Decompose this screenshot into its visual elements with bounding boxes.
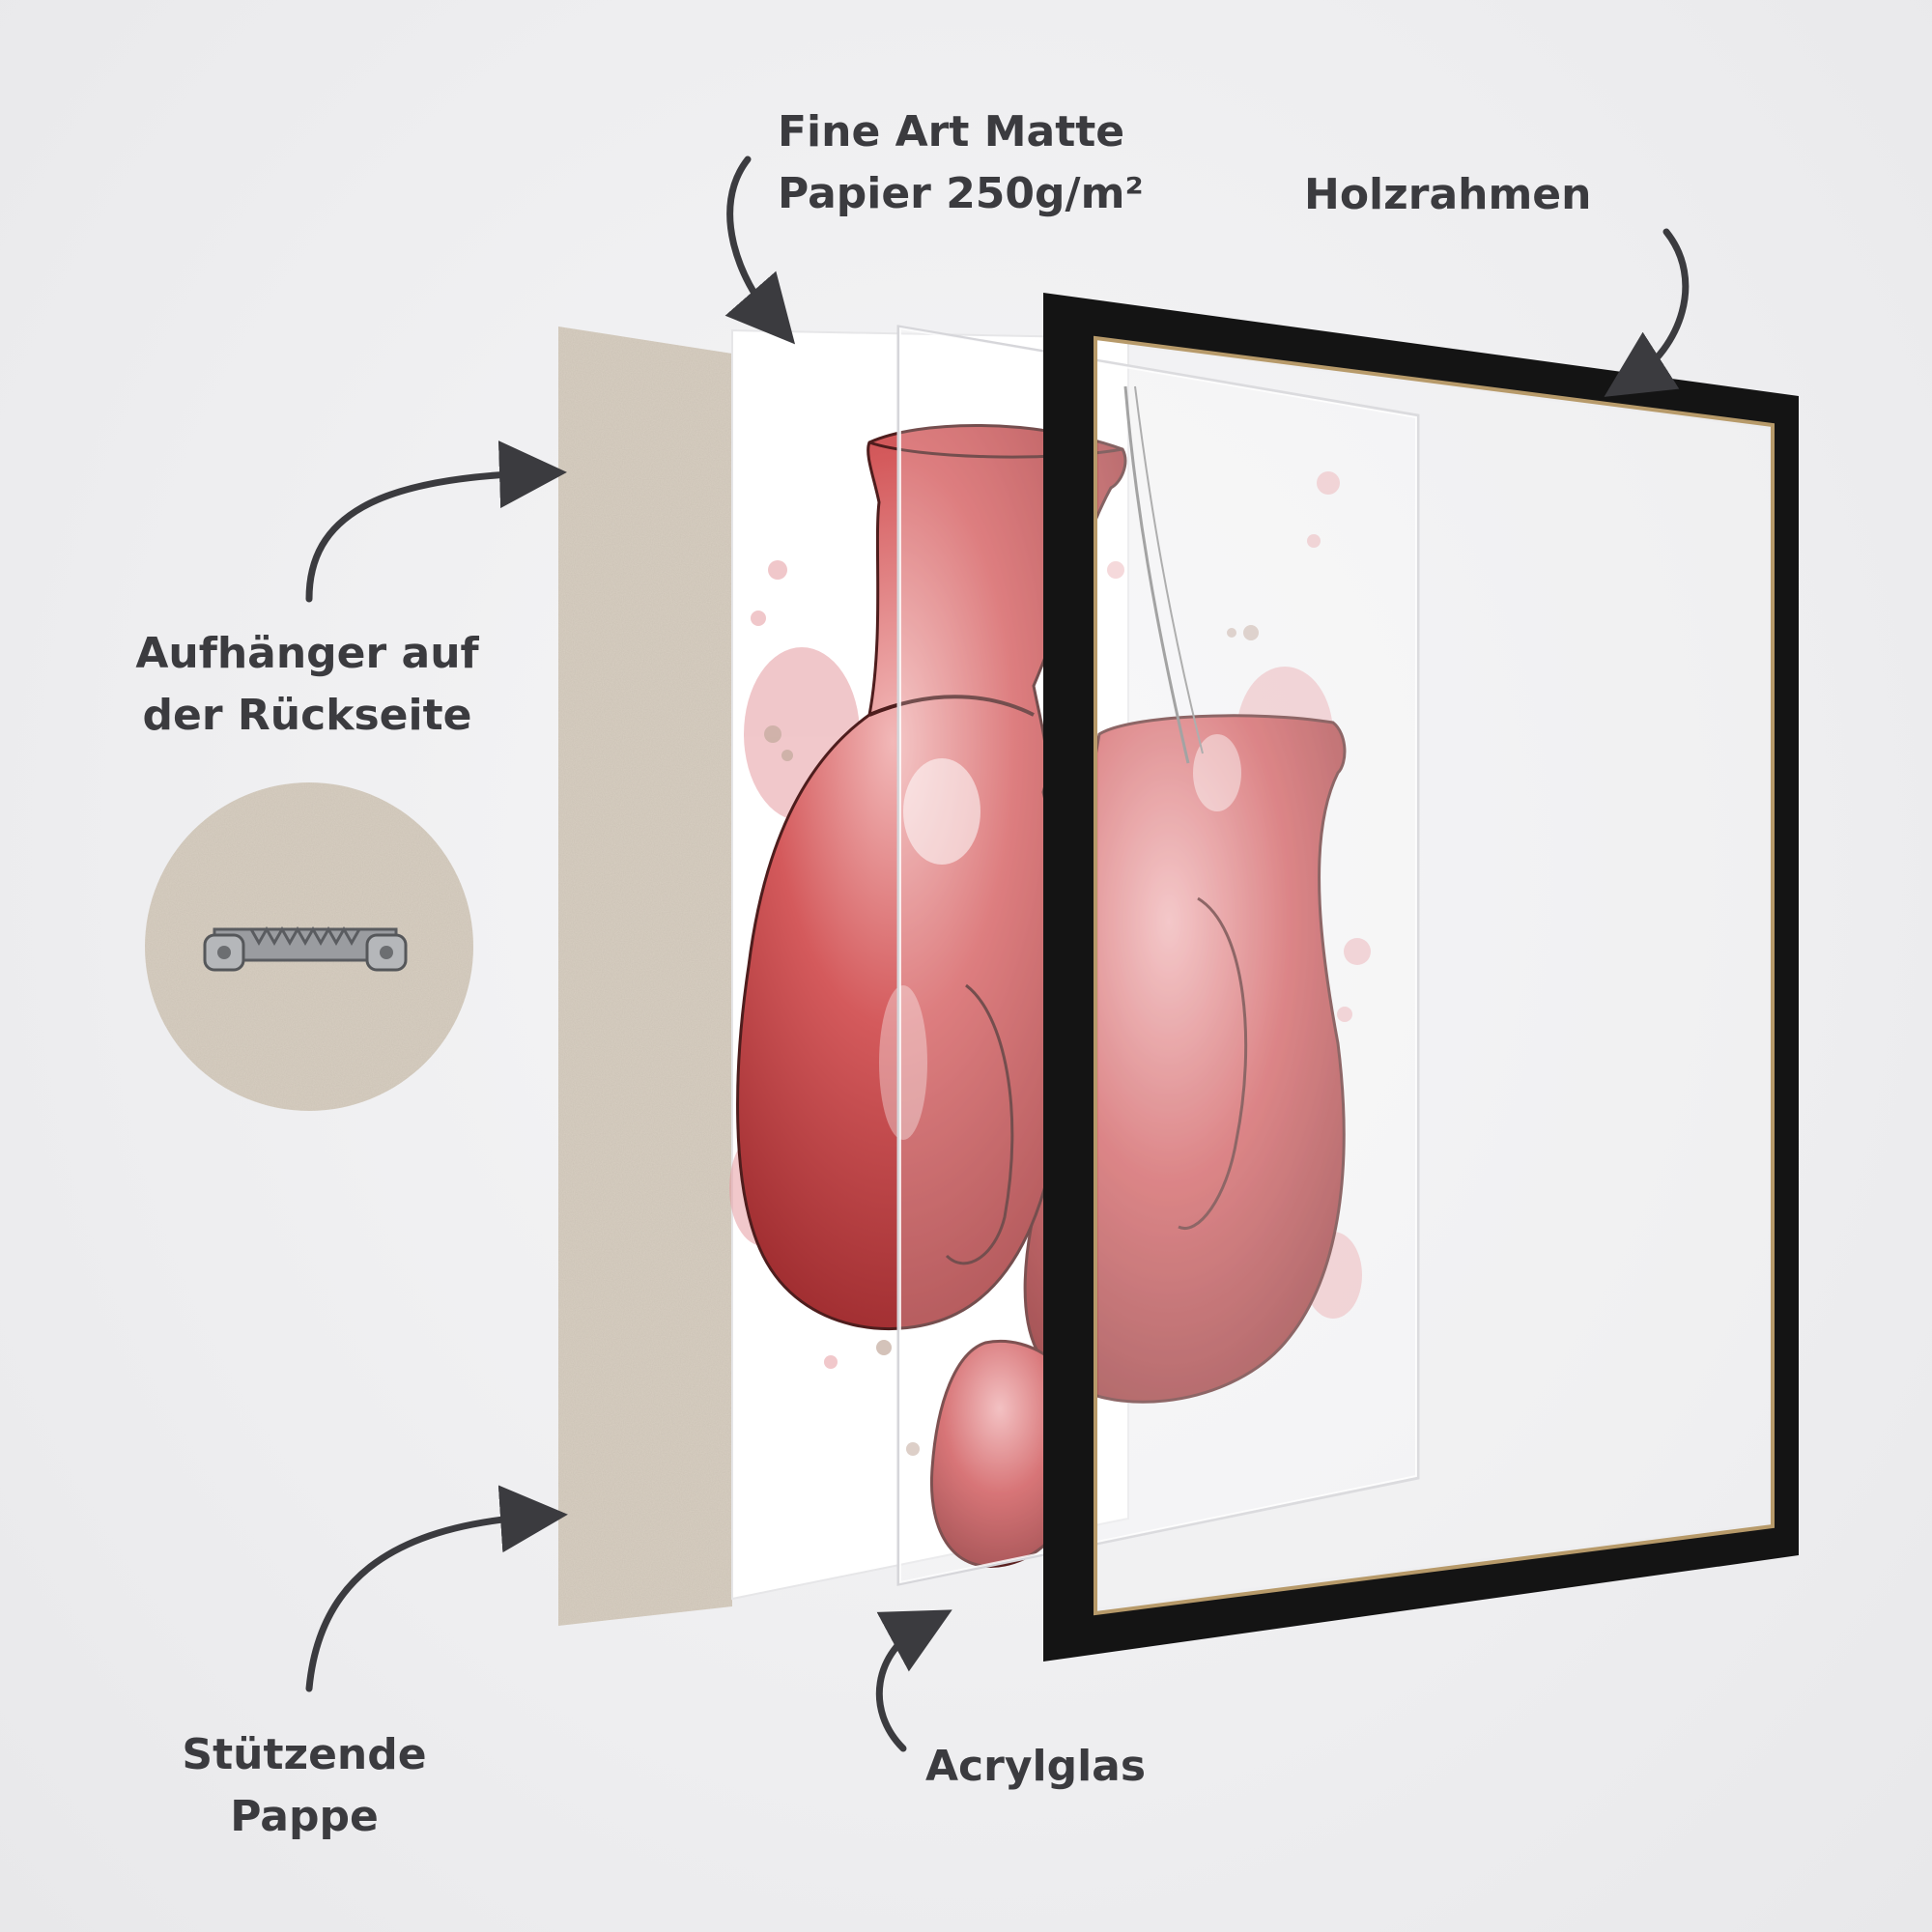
- hanger-detail-circle: [145, 782, 473, 1111]
- label-line: der Rückseite: [142, 691, 472, 740]
- wooden-frame: [1043, 293, 1799, 1662]
- arrow-icon: [305, 1485, 568, 1692]
- label-line: Aufhänger auf: [135, 629, 479, 678]
- label-hanger: Aufhänger auf der Rückseite: [114, 623, 500, 747]
- label-line: Stützende: [182, 1730, 427, 1779]
- arrow-icon: [1604, 228, 1690, 397]
- label-fine-art-paper: Fine Art Matte Papier 250g/m²: [778, 101, 1144, 225]
- arrow-icon: [724, 156, 796, 345]
- label-acrylic-glass: Acrylglas: [925, 1736, 1146, 1798]
- label-line: Papier 250g/m²: [778, 169, 1144, 218]
- acrylic-glass: [896, 325, 1420, 1586]
- label-line: Holzrahmen: [1304, 170, 1592, 219]
- arrow-icon: [875, 1609, 952, 1752]
- boxing-gloves-illustration: [729, 385, 1371, 1568]
- label-line: Pappe: [230, 1792, 379, 1841]
- label-line: Fine Art Matte: [778, 107, 1125, 156]
- cardboard-back: [558, 327, 732, 1626]
- label-wooden-frame: Holzrahmen: [1304, 164, 1591, 226]
- sawtooth-hanger-icon: [203, 925, 408, 972]
- label-line: Acrylglas: [925, 1742, 1147, 1791]
- arrow-icon: [305, 440, 567, 603]
- label-support-board: Stützende Pappe: [164, 1724, 444, 1848]
